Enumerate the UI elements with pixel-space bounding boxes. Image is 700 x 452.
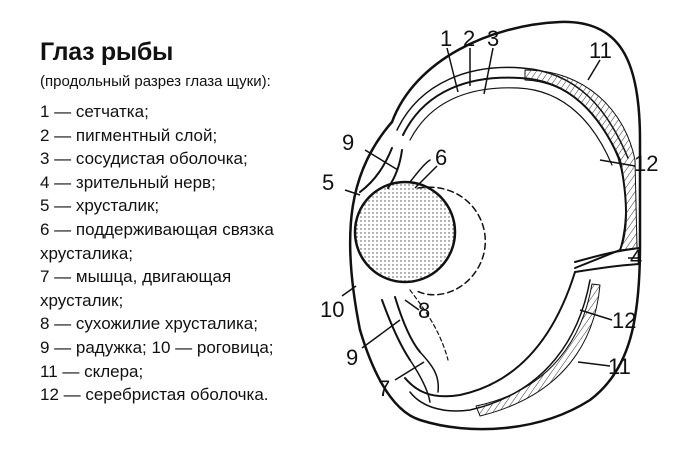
- leader-3: [483, 47, 494, 95]
- diagram-title: Глаз рыбы: [40, 38, 174, 66]
- argentea-dorsal: [524, 69, 638, 251]
- retina-layer-3: [409, 87, 613, 166]
- callout-9-bottom: 9: [346, 345, 358, 370]
- argentea-ventral: [475, 283, 601, 417]
- leader-6: [414, 165, 438, 189]
- retina-lower: [404, 271, 576, 398]
- legend: Глаз рыбы (продольный разрез глаза щуки)…: [40, 38, 350, 407]
- iris-lower: [381, 296, 421, 361]
- legend-list: 1 — сетчатка; 2 — пигментный слой; 3 — с…: [40, 100, 350, 407]
- callout-1: 1: [440, 26, 452, 51]
- lens-dashed-outline: [414, 186, 487, 296]
- legend-item-lens-tendon: 8 — сухожилие хрусталика;: [40, 314, 258, 334]
- leader-1: [446, 47, 459, 93]
- legend-item-optic-nerve: 4 — зрительный нерв;: [40, 172, 216, 192]
- callout-2: 2: [463, 26, 475, 51]
- iris-upper: [359, 147, 403, 193]
- legend-item-lens-muscle-cont: хрусталик;: [40, 290, 124, 310]
- callout-6: 6: [435, 145, 447, 170]
- lens: [353, 180, 457, 284]
- callout-10: 10: [320, 297, 344, 322]
- sclera-outer: [358, 20, 642, 431]
- leader-7: [394, 361, 425, 381]
- leader-9-top: [364, 149, 399, 171]
- legend-item-suspensory-ligament: 6 — поддерживающая связка: [40, 219, 274, 239]
- legend-item-pigment-layer: 2 — пигментный слой;: [40, 125, 218, 145]
- callout-8: 8: [418, 298, 430, 323]
- legend-item-lens: 5 — хрусталик;: [40, 196, 160, 216]
- callout-12-bottom: 12: [612, 308, 636, 333]
- callout-5: 5: [322, 170, 334, 195]
- optic-nerve: [574, 247, 641, 273]
- cornea: [348, 120, 394, 332]
- callout-7: 7: [378, 376, 390, 401]
- callout-12-top: 12: [634, 151, 658, 176]
- legend-item-retina: 1 — сетчатка;: [40, 102, 149, 121]
- diagram-subtitle: (продольный разрез глаза щуки):: [40, 73, 271, 90]
- legend-item-iris-cornea: 9 — радужка; 10 — роговица;: [40, 337, 274, 357]
- legend-item-argentea: 12 — серебристая оболочка.: [40, 385, 269, 405]
- leader-5: [344, 189, 361, 196]
- callout-11-top: 11: [589, 38, 612, 63]
- lens-muscle: [409, 351, 440, 403]
- legend-item-suspensory-ligament-cont: хрусталика;: [40, 243, 134, 263]
- callout-9-top: 9: [342, 130, 354, 155]
- leader-9-bottom: [361, 319, 401, 349]
- lens-tendon: [409, 289, 449, 361]
- leader-11-top: [587, 59, 601, 81]
- retina-lower-2: [409, 279, 591, 412]
- leader-12-top: [599, 159, 636, 167]
- leader-12-bottom: [579, 309, 613, 321]
- legend-item-lens-muscle: 7 — мышца, двигающая: [40, 267, 232, 287]
- leader-10: [341, 285, 357, 297]
- callout-4: 4: [630, 245, 642, 270]
- leader-8: [404, 299, 420, 311]
- suspensory-ligament: [409, 159, 431, 183]
- callout-3: 3: [487, 26, 499, 51]
- leader-11-bottom: [577, 361, 611, 367]
- legend-item-sclera: 11 — склера;: [40, 361, 144, 381]
- callout-11-bottom: 11: [608, 354, 631, 379]
- legend-item-choroid: 3 — сосудистая оболочка;: [40, 149, 248, 169]
